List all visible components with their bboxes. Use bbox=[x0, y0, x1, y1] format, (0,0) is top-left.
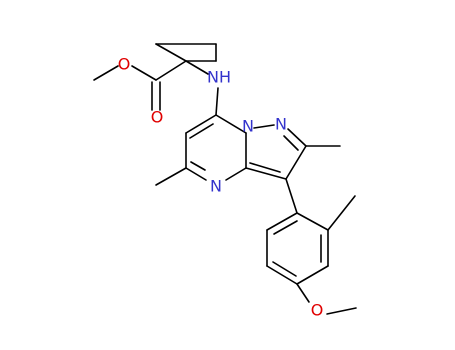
methoxy-oxygen-label: O bbox=[311, 301, 324, 320]
bond bbox=[185, 167, 207, 181]
bond bbox=[296, 265, 329, 285]
bond bbox=[245, 167, 287, 180]
bond bbox=[326, 307, 357, 315]
bond bbox=[155, 43, 187, 62]
bond bbox=[249, 162, 281, 173]
pyrimidine-nitrogen-label: N bbox=[210, 177, 222, 196]
bond bbox=[215, 87, 219, 116]
pyrazole-nitrogen-label: N bbox=[275, 115, 287, 134]
bond bbox=[283, 135, 299, 151]
bond bbox=[131, 65, 157, 81]
bond bbox=[273, 220, 298, 235]
bridgehead-nitrogen-label: N bbox=[242, 117, 254, 136]
bond bbox=[285, 178, 298, 214]
bond bbox=[93, 65, 119, 81]
bond bbox=[266, 212, 298, 231]
bond bbox=[185, 114, 217, 134]
atom-label-layer: O O NH N N N O bbox=[118, 55, 324, 320]
carbonyl-oxygen-label: O bbox=[151, 108, 164, 127]
bond bbox=[225, 167, 247, 181]
bond bbox=[285, 145, 307, 180]
amine-nh-label: NH bbox=[207, 68, 231, 87]
bond bbox=[296, 283, 310, 303]
bond bbox=[155, 167, 187, 186]
bond-layer bbox=[93, 43, 357, 315]
ester-oxygen-label: O bbox=[118, 55, 131, 74]
bond bbox=[215, 114, 247, 134]
bond bbox=[327, 195, 356, 231]
bond bbox=[185, 60, 209, 75]
bond bbox=[266, 265, 298, 285]
bond bbox=[189, 123, 214, 139]
bond bbox=[287, 128, 307, 147]
bond bbox=[253, 124, 275, 129]
bond bbox=[272, 261, 297, 277]
bond bbox=[155, 60, 187, 81]
bond bbox=[296, 212, 329, 231]
bond bbox=[190, 161, 206, 171]
